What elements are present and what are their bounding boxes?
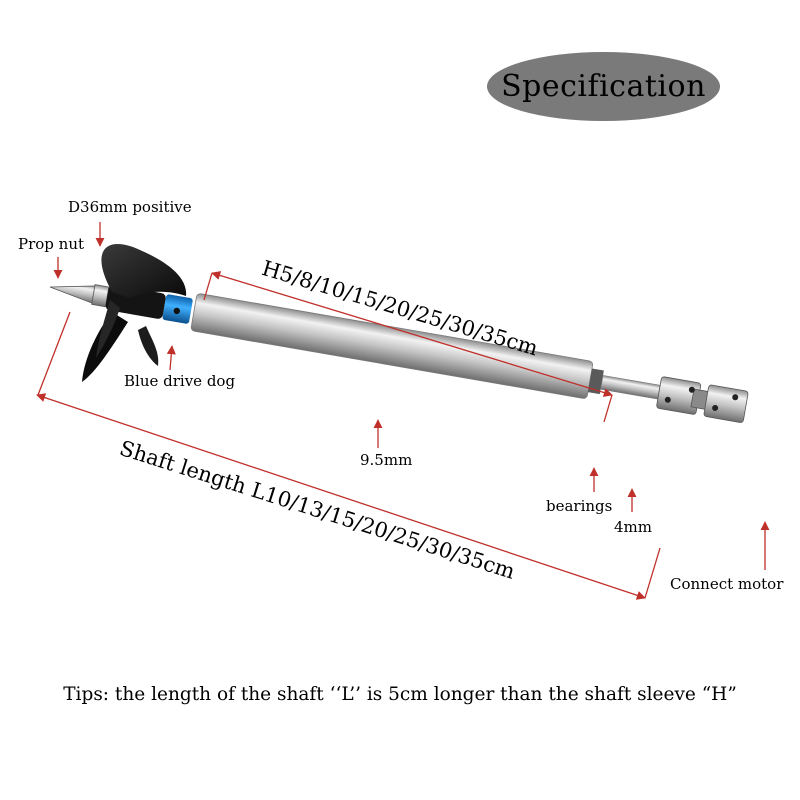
shaft-dimension-line <box>36 393 646 600</box>
tips-text: Tips: the length of the shaft ‘‘L’’ is 5… <box>63 684 737 705</box>
drive-dog-arrow <box>166 345 176 371</box>
connect-motor-label: Connect motor <box>670 575 784 593</box>
propeller-blades <box>82 244 187 382</box>
prop-nut-label: Prop nut <box>18 235 85 253</box>
prop-nut-cone <box>49 285 98 305</box>
sleeve-dimension-line <box>211 271 613 397</box>
universal-joint <box>656 376 749 423</box>
specification-badge: Specification <box>487 52 720 121</box>
dimension-annotations <box>36 222 770 600</box>
shaft-diameter-label: 4mm <box>614 518 652 536</box>
prop-diameter-label: D36mm positive <box>68 198 192 216</box>
sleeve-diameter-label: 9.5mm <box>360 451 413 469</box>
specification-title: Specification <box>501 69 706 104</box>
bearings-label: bearings <box>546 497 613 515</box>
drive-dog-label: Blue drive dog <box>124 372 236 390</box>
inner-shaft <box>600 375 661 400</box>
